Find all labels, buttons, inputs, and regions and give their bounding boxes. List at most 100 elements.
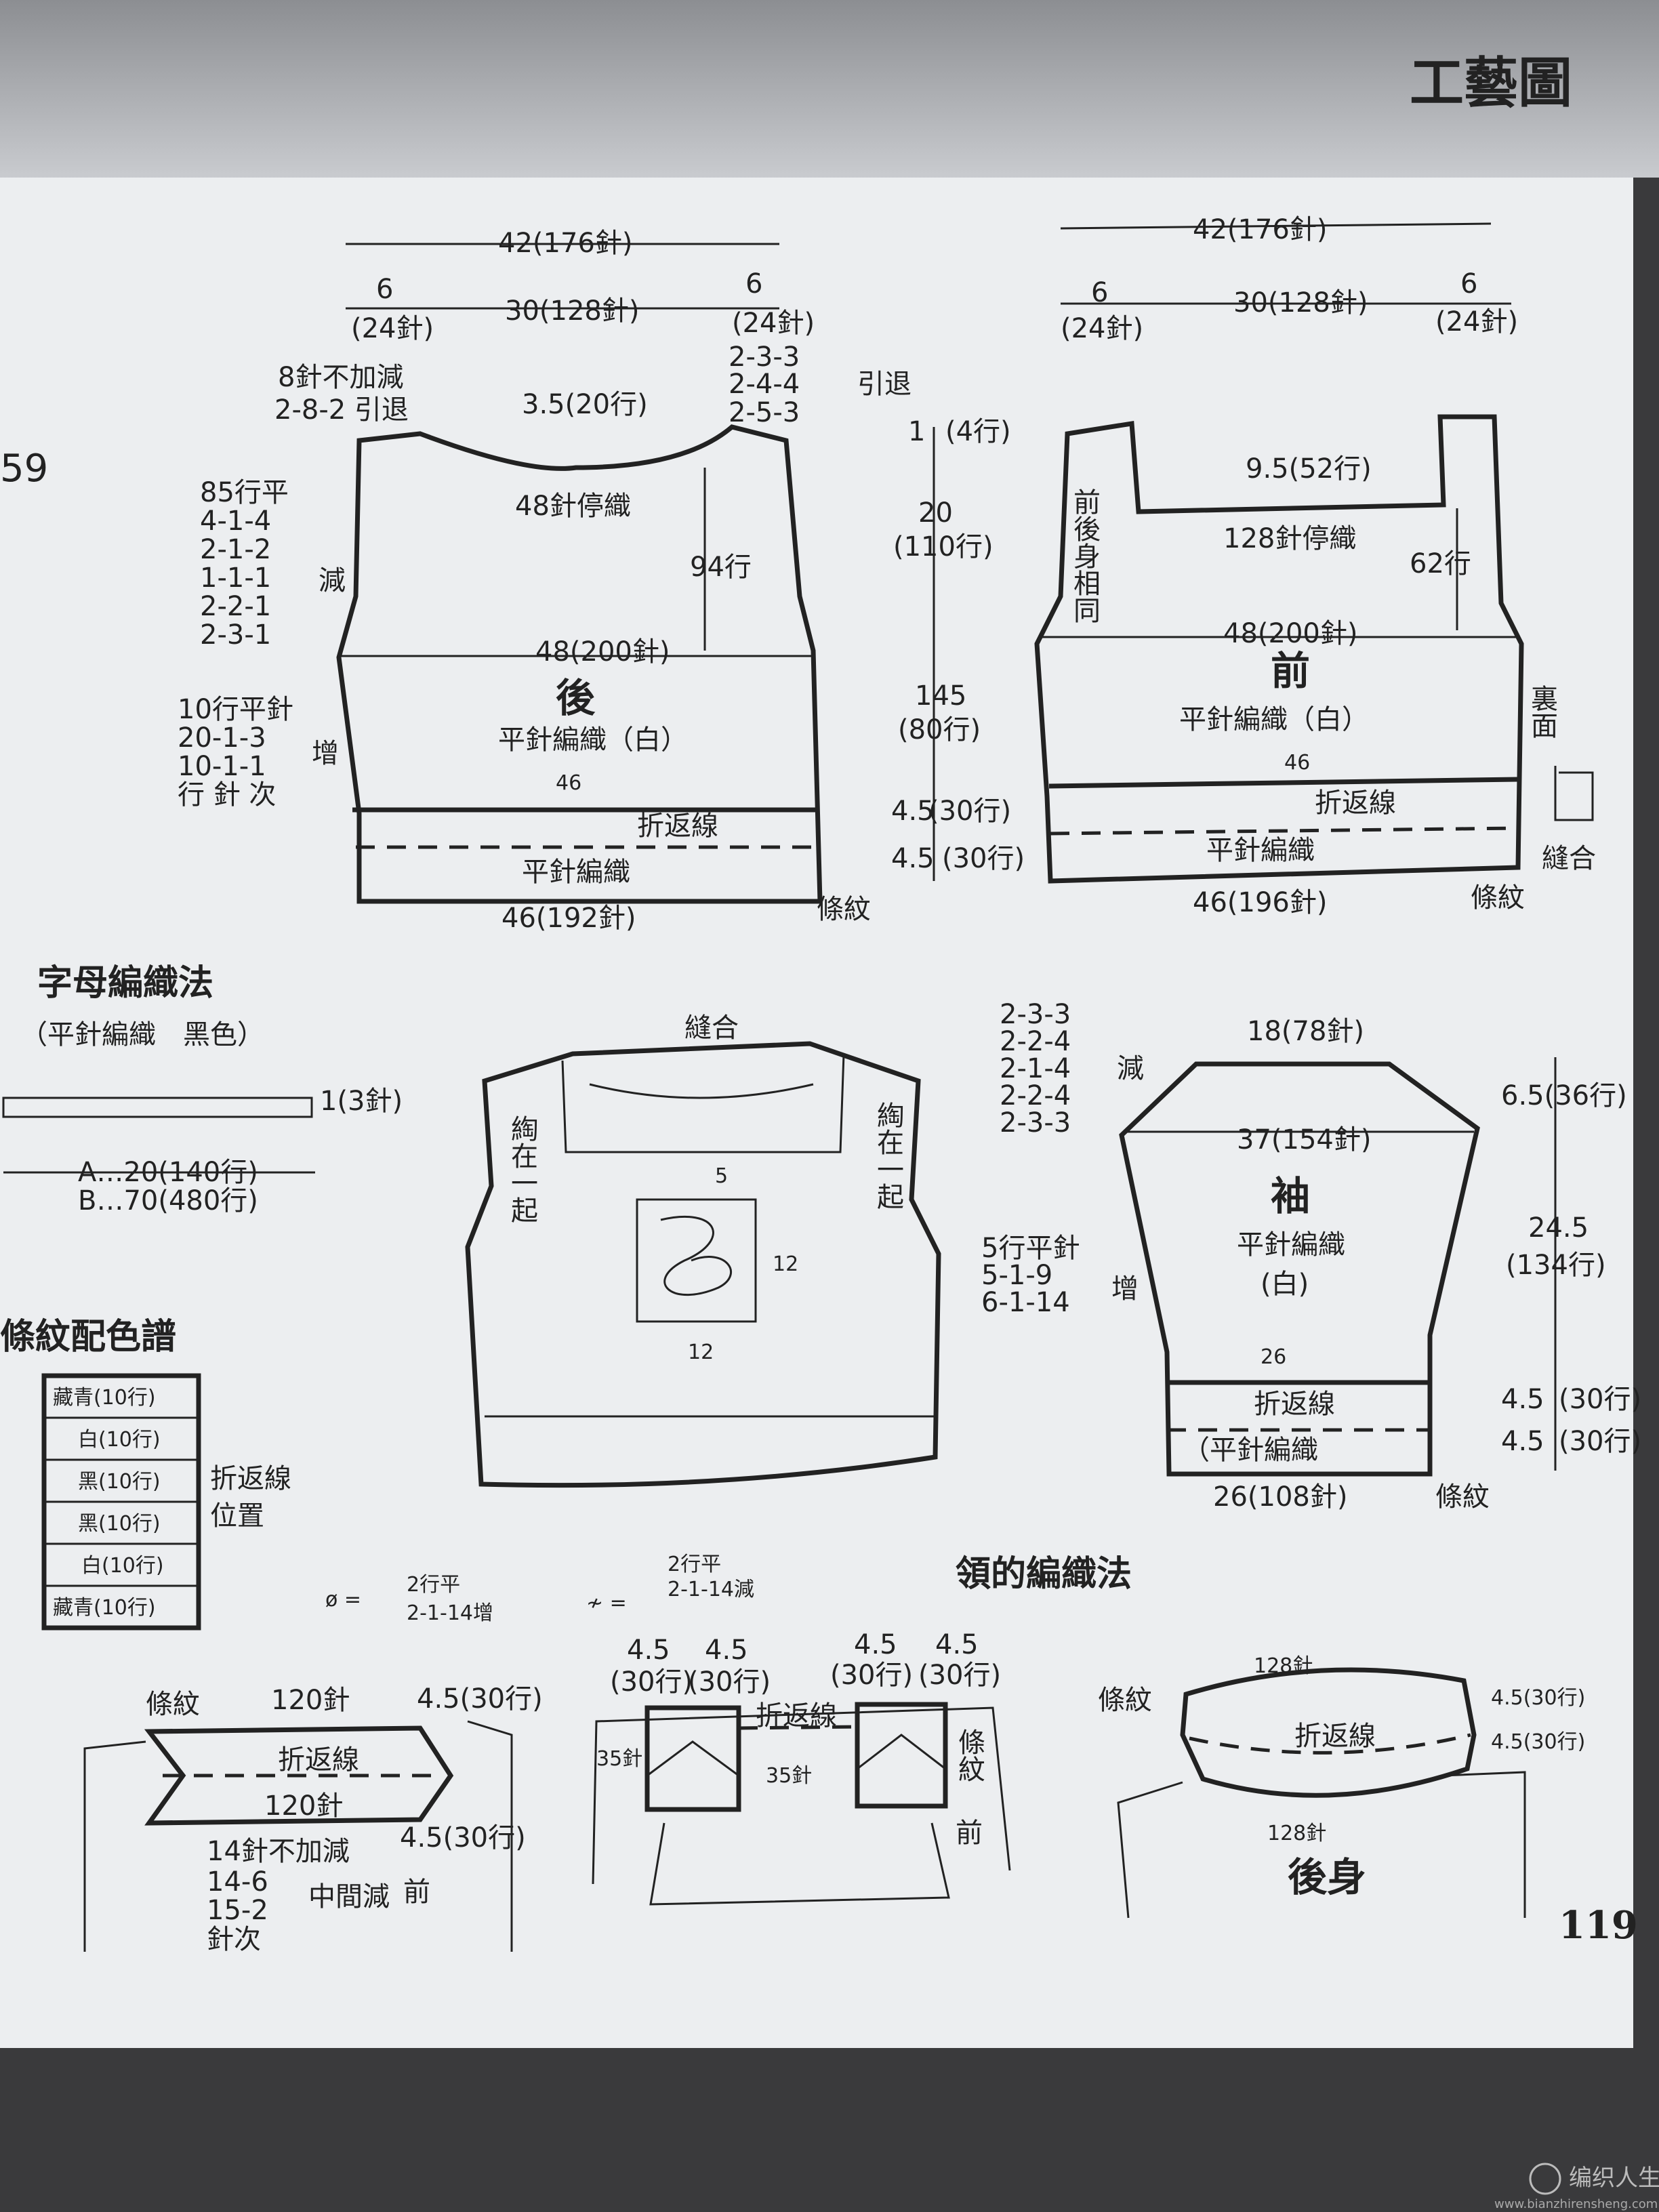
neck-b-stripe: 條紋 (954, 1728, 985, 1782)
neck-b-w1: 4.5 (627, 1635, 670, 1666)
neck-a-bottom: 120針 (264, 1790, 343, 1822)
neck-diagram-c: 條紋 128針 折返線 4.5(30行) 4.5(30行) 128針 後身 (1098, 1654, 1585, 1919)
back-shoulder-left: 6 (376, 274, 393, 305)
neck-b-w4-rows: (30行) (918, 1660, 1001, 1691)
neck-b-w2: 4.5 (705, 1635, 748, 1666)
sleeve-cap-dec-3: 2-1-4 (1000, 1053, 1071, 1084)
measure-body: 145 (915, 680, 966, 712)
watermark-logo-icon (1529, 2163, 1561, 2195)
legend-inc-text-1: 2行平 (407, 1573, 460, 1597)
watermark-url: www.bianzhirensheng.com (1494, 2197, 1658, 2211)
back-piece-diagram: 42(176針) 6 (24針) 30(128針) 6 (24針) 8針不加減 … (178, 228, 912, 934)
back-neck-depth: 3.5(20行) (522, 389, 648, 420)
front-bottom-width: 46(196針) (1193, 887, 1327, 918)
neck-a-note-3: 15-2 (207, 1895, 268, 1926)
front-stripe: 條紋 (1471, 882, 1525, 914)
back-name: 後 (556, 675, 596, 721)
letter-knit-subtitle: （平針編織 黑色） (20, 1019, 264, 1050)
back-side-inc-2: 20-1-3 (178, 722, 266, 754)
back-side-inc-1: 10行平針 (178, 694, 293, 725)
back-width-top: 42(176針) (498, 228, 632, 259)
back-neck-width: 30(128針) (505, 295, 639, 327)
stripe-chart-title: 條紋配色譜 (0, 1317, 176, 1357)
sleeve-cap-dec-1: 2-3-3 (1000, 999, 1071, 1030)
neck-c-top: 128針 (1254, 1654, 1313, 1678)
vest-motif-bottom: 12 (688, 1340, 714, 1364)
front-fold-line: 折返線 (1315, 787, 1396, 819)
stripe-color-chart: 條紋配色譜 藏青(10行) 白(10行) 黑(10行) 黑(10行) 白(10行… (0, 1317, 291, 1631)
sleeve-cap-dec-4: 2-2-4 (1000, 1080, 1071, 1111)
sleeve-inc-3: 6-1-14 (981, 1287, 1070, 1318)
watermark: 编织人生 www.bianzhirensheng.com (1494, 2163, 1659, 2211)
back-neck-rows-label: 引退 (857, 369, 912, 400)
back-side-inc-label: 增 (312, 738, 339, 769)
back-armhole-dec-6: 2-3-1 (200, 619, 271, 651)
vest-sewn-label: 縫合 (684, 1012, 739, 1044)
sleeve-hem-stitch: （平針編織 (1183, 1435, 1318, 1466)
front-width-top: 42(176針) (1193, 214, 1327, 245)
section-title: 工藝圖 (1410, 52, 1572, 115)
sleeve-stitch: 平針編織 (1237, 1229, 1345, 1261)
sleeve-color: (白) (1261, 1269, 1309, 1300)
back-hem-stitch: 平針編織 (522, 857, 630, 888)
letter-knit-title: 字母編織法 (37, 963, 213, 1004)
legend-dec-text-1: 2行平 (668, 1553, 721, 1576)
front-stitch: 平針編織（白） (1179, 704, 1369, 735)
front-shoulder-right: 6 (1460, 268, 1477, 300)
stripe-row-6: 藏青(10行) (53, 1596, 156, 1620)
front-chest: 48(200針) (1223, 618, 1357, 649)
vest-motif-top: 5 (715, 1164, 728, 1188)
sleeve-stripe: 條紋 (1435, 1481, 1490, 1513)
neck-c-name: 後身 (1288, 1854, 1366, 1900)
back-shoulder-note-2: 2-8-2 引退 (274, 394, 409, 426)
neck-diagram-b: 4.5 (30行) 4.5 (30行) 4.5 (30行) 4.5 (30行) … (592, 1629, 1011, 1906)
back-neck-row-2: 2-4-4 (729, 369, 800, 400)
vest-left-note: 綯在一起 (506, 1115, 537, 1223)
neck-b-fold: 折返線 (756, 1700, 837, 1732)
back-stitch: 平針編織（白） (498, 724, 688, 756)
neck-a-note-4: 針次 (207, 1924, 261, 1955)
neck-b-sts-1: 35針 (596, 1747, 642, 1771)
page-number-left: 59 (0, 447, 48, 491)
front-shoulder-left-sts: (24針) (1061, 313, 1143, 344)
stripe-row-2: 白(10行) (78, 1428, 161, 1452)
neck-b-w1-rows: (30行) (610, 1666, 693, 1698)
sleeve-inc-2: 5-1-9 (981, 1260, 1052, 1291)
back-stripe: 條紋 (817, 894, 871, 925)
sleeve-cap-dec-5: 2-3-3 (1000, 1107, 1071, 1139)
vest-illustration: 縫合 綯在一起 綯在一起 5 12 12 (465, 1012, 941, 1488)
neck-c-bottom: 128針 (1267, 1822, 1326, 1845)
sleeve-bottom: 26(108針) (1213, 1481, 1347, 1513)
neck-c-fold: 折返線 (1294, 1721, 1376, 1752)
sleeve-inc-label: 增 (1111, 1273, 1139, 1305)
back-armhole-dec-4: 1-1-1 (200, 562, 271, 594)
letter-knit-section: 字母編織法 （平針編織 黑色） 1(3針) A…20(140行) B…70(48… (2, 963, 403, 1216)
front-body-mark: 46 (1284, 751, 1310, 775)
sleeve-top: 18(78針) (1247, 1016, 1364, 1047)
legend-dec-symbol: ≁ = (586, 1591, 627, 1615)
sleeve-name: 袖 (1271, 1173, 1310, 1219)
sleeve-length-rows: (134行) (1506, 1250, 1606, 1281)
back-armhole-dec-label: 減 (319, 565, 346, 596)
front-side-label-bottom: 縫合 (1542, 843, 1596, 874)
measure-hem-1-rows: (30行) (928, 796, 1011, 827)
front-same-note: 前後身相同 (1069, 488, 1100, 623)
back-armhole-dec-1: 85行平 (200, 477, 289, 508)
neck-b-w3: 4.5 (854, 1629, 897, 1660)
measure-armhole: 20 (918, 497, 953, 529)
page-number: 119 (1559, 1903, 1638, 1948)
neck-a-fold: 折返線 (278, 1744, 359, 1776)
front-neck-rows: 62行 (1410, 548, 1471, 579)
legend-dec-text-2: 2-1-14減 (668, 1578, 754, 1601)
sleeve-outline (1119, 1061, 1480, 1477)
back-side-inc-4: 行 針 次 (178, 779, 276, 811)
stripe-row-5: 白(10行) (81, 1554, 164, 1578)
sleeve-fold-line: 折返線 (1254, 1389, 1335, 1420)
measure-hem-2-rows: (30行) (942, 843, 1025, 874)
back-shoulder-note-1: 8針不加減 (278, 362, 403, 393)
front-name: 前 (1271, 648, 1310, 694)
front-neck-depth: 9.5(52行) (1246, 453, 1372, 485)
vest-outline (465, 1041, 941, 1488)
neck-b-w2-rows: (30行) (688, 1666, 771, 1698)
neck-a-note-label: 中間減 (308, 1881, 390, 1912)
